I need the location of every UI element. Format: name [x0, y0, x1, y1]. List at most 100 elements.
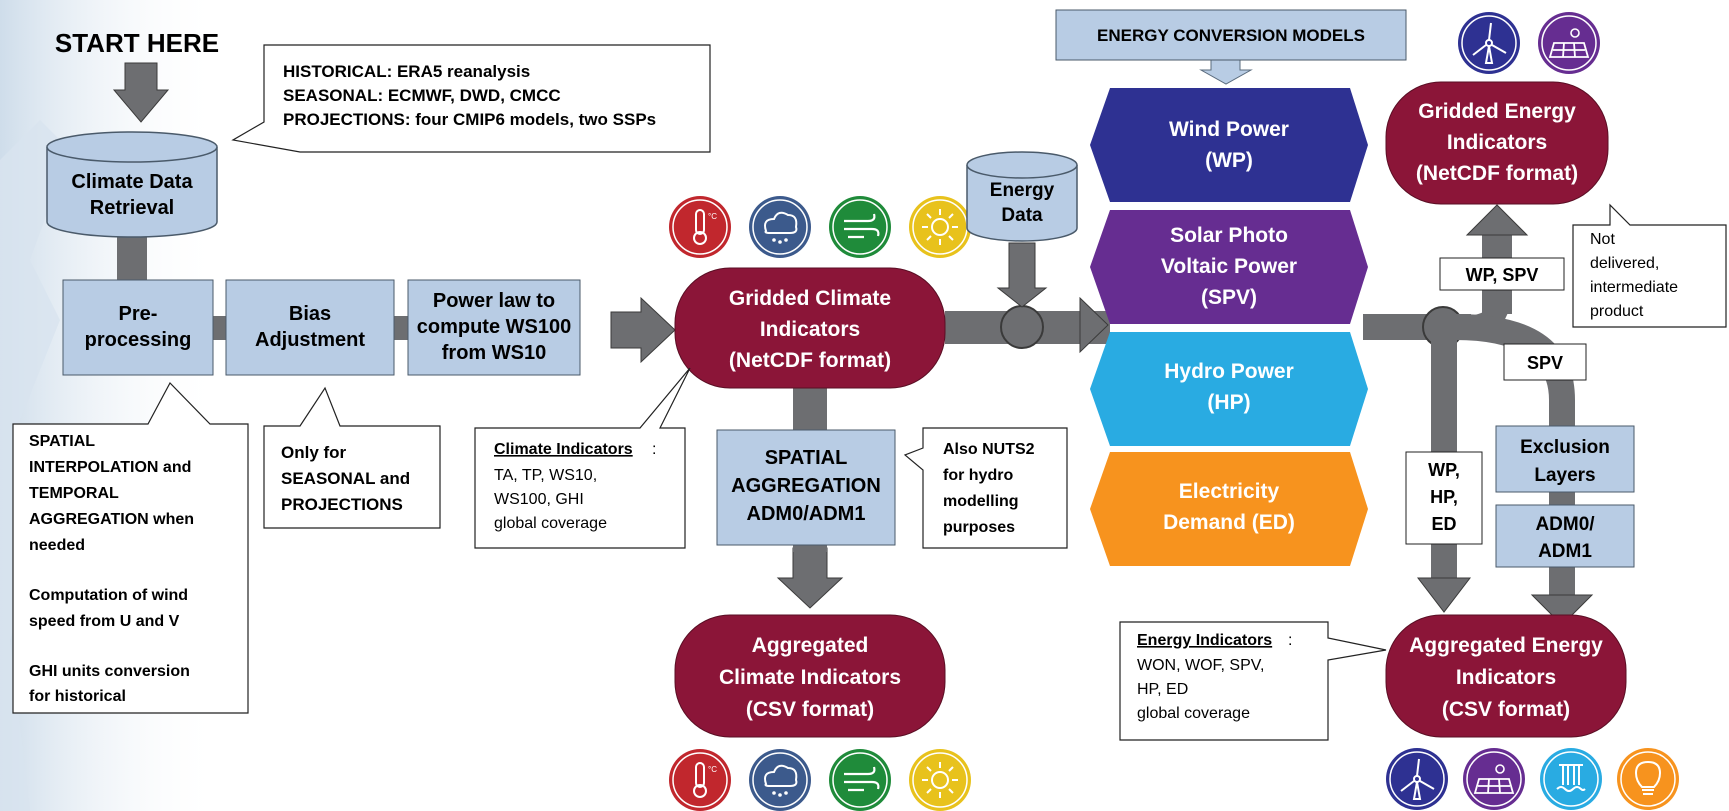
label-wp-spv-text: WP, SPV	[1466, 265, 1539, 285]
bias-note-1: Only for	[281, 443, 347, 462]
aggregated-energy-line-2: Indicators	[1456, 666, 1556, 689]
preprocessing-note: SPATIAL INTERPOLATION and TEMPORAL AGGRE…	[12, 381, 249, 714]
bias-line-2: Adjustment	[255, 329, 365, 351]
retrieval-line-2: Retrieval	[90, 197, 175, 219]
label-wp-hp-ed-line-3: ED	[1431, 514, 1456, 534]
climate-note-line-1: TA, TP, WS10,	[494, 467, 597, 484]
energy-data-cylinder: Energy Data	[966, 151, 1078, 242]
preproc-note-9: for historical	[29, 688, 126, 705]
gridded-climate-line-2: Indicators	[760, 318, 860, 341]
preprocessing-line-1: Pre-	[119, 303, 158, 325]
spatial-agg-line-1: SPATIAL	[765, 447, 848, 469]
models-header: ENERGY CONVERSION MODELS	[1055, 9, 1407, 61]
energy-note-heading: Energy Indicators	[1137, 632, 1272, 649]
arrow-to-gridded-energy	[1465, 204, 1529, 236]
label-wp-spv: WP, SPV	[1439, 257, 1565, 291]
svg-text:°C: °C	[708, 765, 717, 774]
aggregated-energy-indicators: Aggregated Energy Indicators (CSV format…	[1385, 614, 1627, 738]
thermometer-icon: °C	[669, 196, 731, 258]
not-delivered-note: Not delivered, intermediate product	[1572, 203, 1727, 328]
exclusion-layers-box: Exclusion Layers	[1495, 425, 1635, 493]
sun-icon	[909, 749, 971, 811]
sources-line-2: SEASONAL: ECMWF, DWD, CMCC	[283, 86, 561, 105]
sources-callout: HISTORICAL: ERA5 reanalysis SEASONAL: EC…	[231, 44, 711, 153]
rain-cloud-icon	[749, 196, 811, 258]
energy-indicators-note: Energy Indicators : WON, WOF, SPV, HP, E…	[1119, 621, 1387, 741]
model-hydro-power: Hydro Power (HP)	[1090, 332, 1368, 446]
adm-box: ADM0/ ADM1	[1495, 504, 1635, 568]
energy-icons-bottom	[1386, 748, 1679, 810]
sun-icon	[909, 196, 971, 258]
svg-text::: :	[1288, 632, 1292, 649]
preprocessing-line-2: processing	[85, 329, 192, 351]
nuts-note-3: modelling	[943, 493, 1019, 510]
climate-data-retrieval-cylinder: Climate Data Retrieval	[46, 131, 218, 238]
climate-note-line-3: global coverage	[494, 515, 607, 532]
not-delivered-line-2: delivered,	[1590, 255, 1659, 272]
preproc-note-6: Computation of wind	[29, 587, 188, 604]
not-delivered-line-3: intermediate	[1590, 279, 1678, 296]
model-wind-power: Wind Power (WP)	[1090, 88, 1368, 202]
bias-note: Only for SEASONAL and PROJECTIONS	[263, 386, 441, 529]
nuts-note-1: Also NUTS2	[943, 441, 1035, 458]
power-law-box: Power law to compute WS100 from WS10	[407, 279, 581, 376]
label-wp-hp-ed-line-2: HP,	[1430, 487, 1458, 507]
preproc-note-2: INTERPOLATION and	[29, 459, 191, 476]
arrow-to-models	[1079, 296, 1109, 354]
preproc-note-7: speed from U and V	[29, 613, 180, 630]
arrow-spv-branch	[1530, 594, 1594, 626]
bias-line-1: Bias	[289, 303, 331, 325]
spatial-agg-line-3: ADM0/ADM1	[747, 503, 866, 525]
model-solar-pv: Solar Photo Voltaic Power (SPV)	[1090, 210, 1368, 324]
not-delivered-line-4: product	[1590, 303, 1644, 320]
sources-line-3: PROJECTIONS: four CMIP6 models, two SSPs	[283, 110, 656, 129]
start-label: START HERE	[55, 28, 219, 58]
model-electricity-demand: Electricity Demand (ED)	[1090, 452, 1368, 566]
wind-power-line-2: (WP)	[1205, 149, 1253, 172]
arrow-from-models-header	[1199, 59, 1253, 85]
hydro-power-line-1: Hydro Power	[1164, 360, 1294, 383]
powerlaw-line-2: compute WS100	[417, 316, 571, 338]
gridded-climate-indicators: Gridded Climate Indicators (NetCDF forma…	[674, 267, 946, 389]
climate-icons-bottom: °C	[669, 749, 971, 811]
climate-icons-top: °C	[669, 196, 971, 258]
exclusion-line-1: Exclusion	[1520, 437, 1610, 458]
solar-pv-line-3: (SPV)	[1201, 286, 1257, 309]
wind-icon	[829, 196, 891, 258]
sources-line-1: HISTORICAL: ERA5 reanalysis	[283, 62, 530, 81]
label-wp-hp-ed-line-1: WP,	[1428, 460, 1460, 480]
wind-turbine-icon	[1386, 748, 1448, 810]
bias-note-3: PROJECTIONS	[281, 495, 403, 514]
energy-icons-top	[1458, 12, 1600, 74]
preproc-note-4: AGGREGATION when	[29, 511, 194, 528]
aggregated-climate-line-1: Aggregated	[752, 634, 869, 657]
gridded-climate-line-3: (NetCDF format)	[729, 349, 891, 372]
climate-indicators-note: Climate Indicators : TA, TP, WS10, WS100…	[474, 367, 691, 549]
not-delivered-line-1: Not	[1590, 231, 1615, 248]
lightbulb-icon	[1617, 748, 1679, 810]
aggregated-energy-line-3: (CSV format)	[1442, 698, 1570, 721]
preproc-note-3: TEMPORAL	[29, 485, 119, 502]
gridded-energy-indicators: Gridded Energy Indicators (NetCDF format…	[1385, 81, 1609, 205]
gridded-energy-line-3: (NetCDF format)	[1416, 162, 1578, 185]
gridded-energy-line-2: Indicators	[1447, 131, 1547, 154]
wind-icon	[829, 749, 891, 811]
energy-data-line-2: Data	[1001, 205, 1043, 226]
nuts-note-4: purposes	[943, 519, 1015, 536]
adm-line-1: ADM0/	[1535, 514, 1595, 535]
retrieval-line-1: Climate Data	[71, 171, 193, 193]
bias-note-2: SEASONAL and	[281, 469, 410, 488]
energy-note-line-3: global coverage	[1137, 705, 1250, 722]
arrow-wp-hp-ed	[1416, 577, 1472, 613]
svg-text::: :	[652, 441, 656, 458]
solar-panel-icon	[1463, 748, 1525, 810]
aggregated-climate-line-3: (CSV format)	[746, 698, 874, 721]
label-wp-hp-ed: WP, HP, ED	[1405, 451, 1483, 545]
spatial-aggregation-box: SPATIAL AGGREGATION ADM0/ADM1	[716, 429, 896, 546]
energy-data-line-1: Energy	[990, 180, 1055, 201]
models-header-label: ENERGY CONVERSION MODELS	[1097, 26, 1365, 45]
wind-power-line-1: Wind Power	[1169, 118, 1289, 141]
arrow-from-energy-data	[996, 242, 1048, 308]
aggregated-climate-line-2: Climate Indicators	[719, 666, 901, 689]
